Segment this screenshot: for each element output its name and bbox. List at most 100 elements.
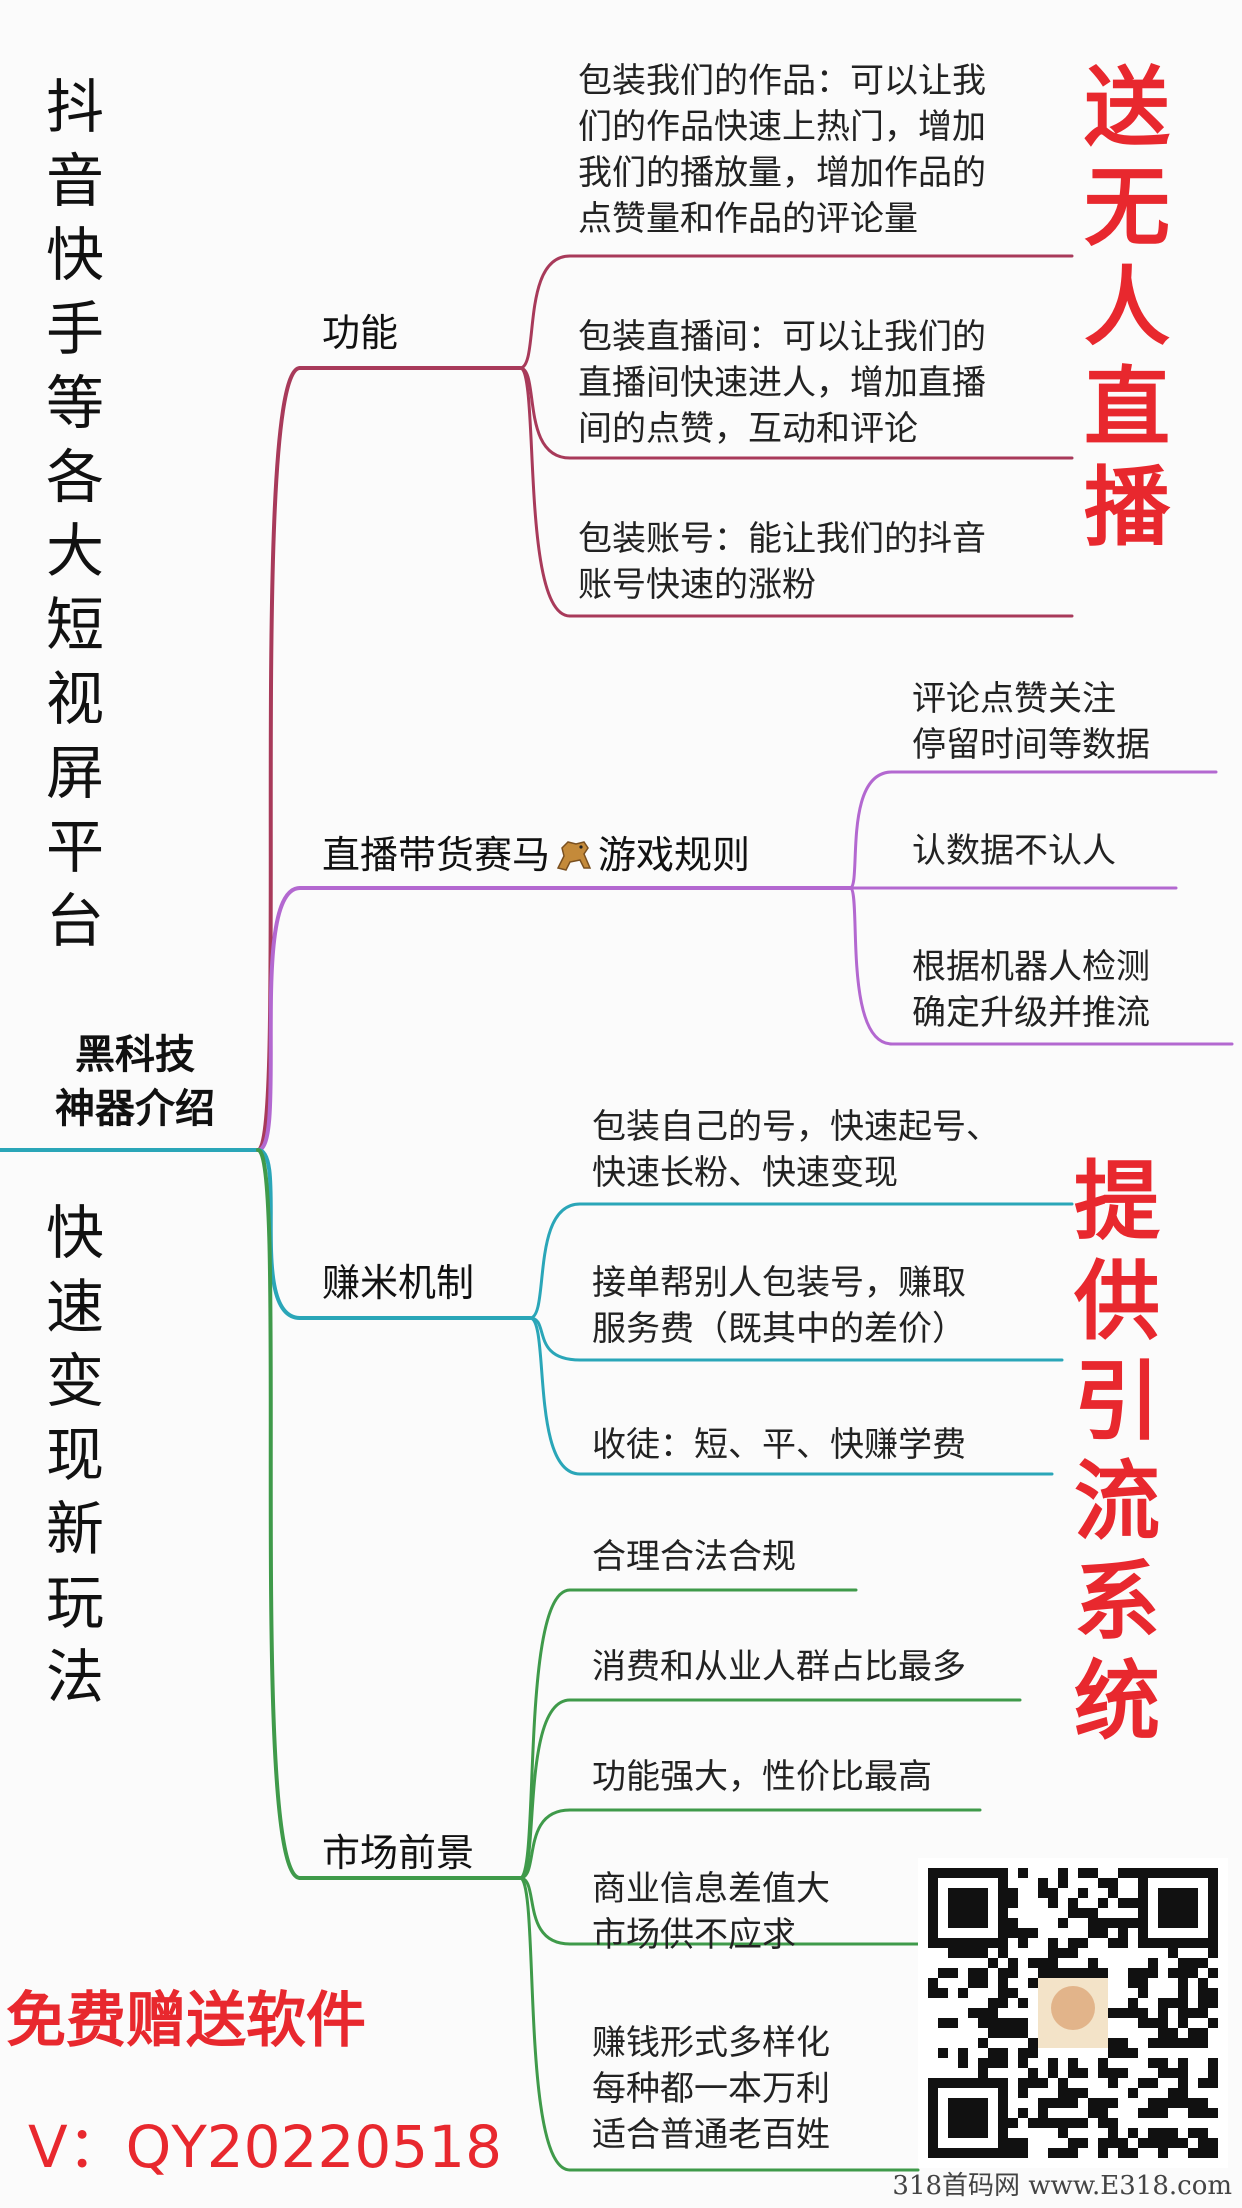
qr-module xyxy=(1098,1918,1108,1928)
vertical-char: 台 xyxy=(45,887,104,955)
qr-module xyxy=(1158,2128,1168,2138)
vertical-char: 玩 xyxy=(45,1569,104,1637)
leaf-functions-1: 包装我们的作品：可以让我 们的作品快速上热门，增加 我们的播放量，增加作品的 点… xyxy=(578,58,986,242)
qr-module xyxy=(1078,1938,1088,1948)
qr-module xyxy=(1008,1898,1018,1908)
qr-module xyxy=(1198,1978,1208,1988)
vertical-char: 大 xyxy=(45,517,104,585)
qr-module xyxy=(1198,2108,1208,2118)
qr-module xyxy=(1078,1868,1088,1878)
qr-module xyxy=(1058,1878,1068,1888)
qr-module xyxy=(978,1968,988,1978)
qr-module xyxy=(1108,1938,1118,1948)
leaf-line: 市场供不应求 xyxy=(592,1915,796,1955)
qr-module xyxy=(948,2018,958,2028)
qr-module xyxy=(1078,1908,1088,1918)
qr-module xyxy=(1178,1998,1188,2008)
qr-module xyxy=(1168,1948,1178,1958)
qr-module xyxy=(998,1998,1008,2008)
qr-module xyxy=(1208,1968,1218,1978)
vertical-char: 等 xyxy=(45,369,104,437)
qr-module xyxy=(1048,2098,1058,2108)
qr-module xyxy=(1158,2068,1168,2078)
qr-module xyxy=(1058,2078,1068,2088)
qr-module xyxy=(1008,2148,1018,2158)
leaf-earning-3: 收徒：短、平、快赚学费 xyxy=(592,1422,966,1468)
qr-module xyxy=(998,1988,1008,1998)
qr-module xyxy=(1188,2148,1198,2158)
qr-module xyxy=(1178,1988,1188,1998)
qr-finder-inner xyxy=(1158,1888,1198,1928)
leaf-line: 账号快速的涨粉 xyxy=(578,565,816,605)
red-vertical-top: 送无人直播 xyxy=(1072,58,1182,558)
qr-module xyxy=(1068,2088,1078,2098)
leaf-line: 我们的播放量，增加作品的 xyxy=(578,153,986,193)
qr-module xyxy=(1138,1988,1148,1998)
qr-module xyxy=(1048,1938,1058,1948)
qr-module xyxy=(1048,2118,1058,2128)
qr-module xyxy=(1168,2098,1178,2108)
qr-code[interactable] xyxy=(918,1858,1228,2168)
qr-module xyxy=(1008,1968,1018,1978)
qr-module xyxy=(1118,1928,1128,1938)
qr-module xyxy=(1138,2108,1148,2118)
qr-module xyxy=(968,1948,978,1958)
qr-module xyxy=(1118,2048,1128,2058)
qr-module xyxy=(1078,2088,1088,2098)
qr-module xyxy=(1138,2138,1148,2148)
qr-module xyxy=(1178,2088,1188,2098)
leaf-market-5: 赚钱形式多样化 每种都一本万利 适合普通老百姓 xyxy=(592,2020,830,2158)
qr-module xyxy=(1208,1998,1218,2008)
qr-module xyxy=(1008,1928,1018,1938)
qr-module xyxy=(1088,2108,1098,2118)
qr-module xyxy=(938,1968,948,1978)
vertical-char: 抖 xyxy=(45,73,104,141)
leaf-connector xyxy=(518,366,572,618)
qr-module xyxy=(1208,2148,1218,2158)
qr-module xyxy=(1108,2128,1118,2138)
leaf-line: 根据机器人检测 xyxy=(912,947,1150,987)
qr-module xyxy=(1068,1968,1078,1978)
leaf-earning-1: 包装自己的号，快速起号、 快速长粉、快速变现 xyxy=(592,1104,1000,1196)
qr-finder-inner xyxy=(948,2098,988,2138)
qr-module xyxy=(1058,2098,1068,2108)
qr-module xyxy=(998,2058,1008,2068)
qr-module xyxy=(1118,2068,1128,2078)
leaf-line: 赚钱形式多样化 xyxy=(592,2023,830,2063)
qr-module xyxy=(1108,2048,1118,2058)
qr-module xyxy=(1198,2148,1208,2158)
qr-module xyxy=(1048,1898,1058,1908)
qr-module xyxy=(1078,1888,1088,1898)
qr-module xyxy=(1148,2108,1158,2118)
leaf-earning-2: 接单帮别人包装号，赚取 服务费（既其中的差价） xyxy=(592,1260,966,1352)
qr-module xyxy=(1158,2098,1168,2108)
vertical-char: 速 xyxy=(45,1273,104,1341)
qr-module xyxy=(1048,1948,1058,1958)
leaf-connector xyxy=(518,254,572,370)
qr-module xyxy=(1118,2038,1128,2048)
qr-module xyxy=(1008,1958,1018,1968)
qr-module xyxy=(1168,2038,1178,2048)
qr-module xyxy=(1178,1958,1188,1968)
branch-label-live-rules-before: 直播带货赛马 xyxy=(322,833,551,877)
leaf-line: 每种都一本万利 xyxy=(592,2069,830,2109)
vertical-char: 视 xyxy=(45,665,104,733)
qr-module xyxy=(1038,2078,1048,2088)
qr-module xyxy=(1198,2008,1208,2018)
qr-module xyxy=(1018,2018,1028,2028)
qr-module xyxy=(978,2018,988,2028)
qr-module xyxy=(1018,1938,1028,1948)
qr-module xyxy=(1188,2008,1198,2018)
qr-module xyxy=(1198,1998,1208,2008)
qr-module xyxy=(958,1988,968,1998)
qr-module xyxy=(1068,1938,1078,1948)
qr-module xyxy=(1168,2028,1178,2038)
qr-module xyxy=(1098,2108,1108,2118)
qr-module xyxy=(1098,2148,1108,2158)
qr-module xyxy=(1058,2118,1068,2128)
leaf-line: 包装自己的号，快速起号、 xyxy=(592,1107,1000,1147)
qr-module xyxy=(1178,2018,1188,2028)
qr-module xyxy=(1148,2098,1158,2108)
qr-module xyxy=(1018,1868,1028,1878)
qr-module xyxy=(1188,2128,1198,2138)
